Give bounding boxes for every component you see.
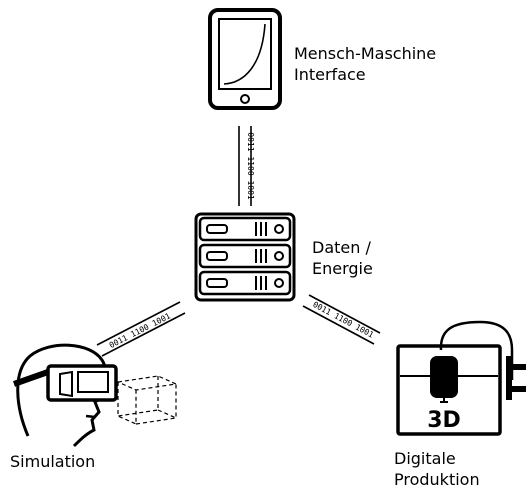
label-data-energy: Daten / Energie — [312, 237, 373, 279]
label-simulation: Simulation — [10, 451, 95, 472]
link-data-production: 0011 1100 1001 — [302, 294, 381, 345]
bits-data-production: 0011 1100 1001 — [311, 300, 375, 340]
label-hmi: Mensch-Maschine Interface — [294, 43, 436, 85]
vr-headset-icon — [13, 343, 179, 448]
label-simulation-line1: Simulation — [10, 452, 96, 471]
label-data-line2: Energie — [312, 259, 373, 278]
server-icon — [194, 212, 296, 302]
label-production-line1: Digitale — [394, 449, 456, 468]
label-data-line1: Daten / — [312, 238, 371, 257]
label-production-line2: Produktion — [394, 470, 480, 489]
tablet-icon — [208, 8, 282, 110]
printer-3d-mark: 3D — [427, 408, 461, 433]
label-hmi-line2: Interface — [294, 65, 366, 84]
bits-hmi-data: 0011 1100 1001 — [246, 132, 255, 200]
3d-printer-icon: 3D — [396, 320, 526, 436]
bits-data-simulation: 0011 1100 1001 — [108, 311, 172, 350]
link-hmi-data: 0011 1100 1001 — [238, 126, 255, 206]
link-data-simulation: 0011 1100 1001 — [96, 301, 186, 357]
label-production: Digitale Produktion — [394, 448, 480, 490]
label-hmi-line1: Mensch-Maschine — [294, 44, 437, 63]
